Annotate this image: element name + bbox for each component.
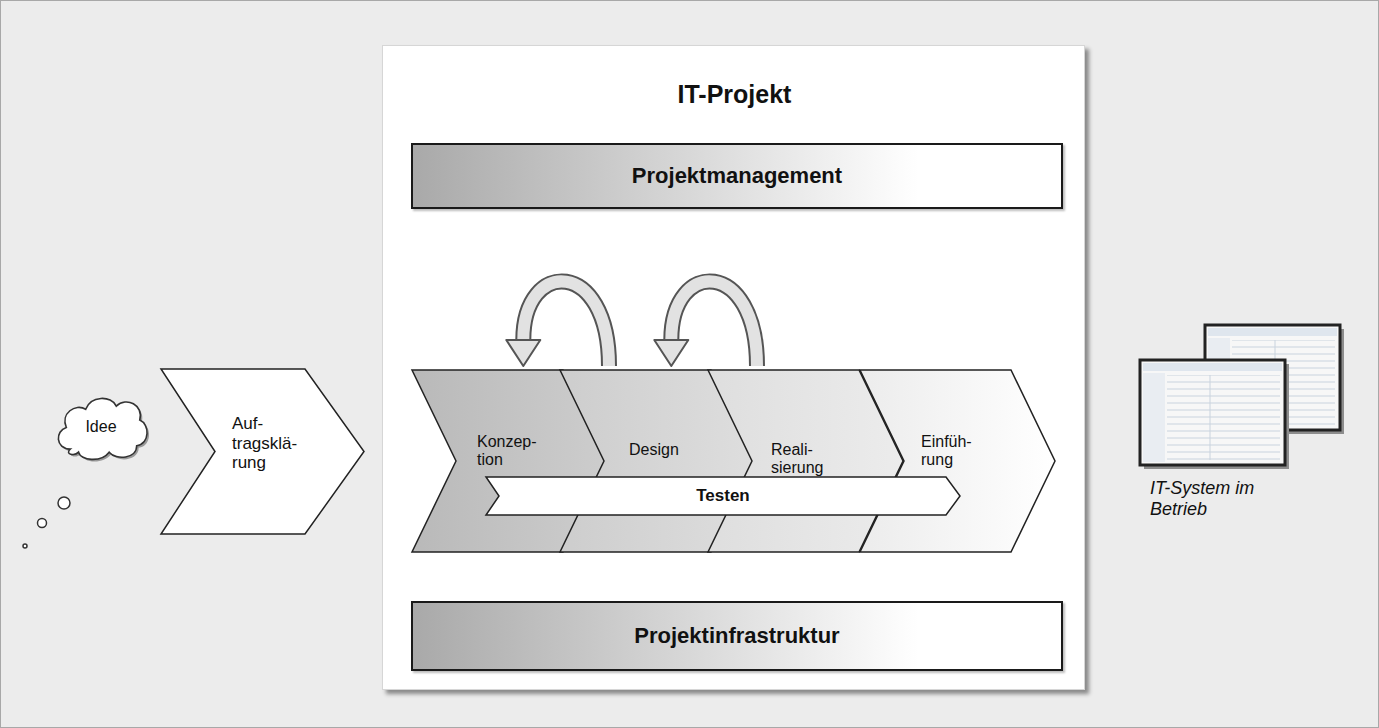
node-label: Projektinfrastruktur — [634, 623, 839, 648]
screen-windows — [1135, 320, 1350, 470]
management-band: Projektmanagement — [411, 143, 1063, 209]
clarification-chevron: Auf- tragsklä- rung — [160, 368, 365, 535]
chevron-outline — [859, 369, 1056, 553]
node-label: Konzep- tion — [477, 433, 553, 470]
phase-chevron: Einfüh- rung — [859, 369, 1056, 553]
system-label: IT-System im Betrieb — [1150, 478, 1260, 519]
feedback-arrow — [654, 281, 757, 366]
node-label: Reali- sierung — [771, 441, 843, 478]
it-system-icon: IT-System im Betrieb — [1135, 320, 1350, 545]
project-panel: IT-ProjektProjektmanagementKonzep- tion D… — [382, 45, 1085, 690]
node-label: Auf- tragsklä- rung — [232, 414, 314, 473]
node-label: Projektmanagement — [632, 163, 842, 188]
feedback-arrow — [506, 281, 609, 366]
testing-bar: Testen — [485, 476, 961, 516]
node-label: Testen — [696, 486, 750, 506]
node-label: Design — [629, 441, 709, 459]
idea-cloud: Idee — [50, 390, 152, 465]
panel-title: IT-Projekt — [383, 80, 1086, 109]
node-label: Einfüh- rung — [921, 433, 993, 470]
infrastructure-band: Projektinfrastruktur — [411, 601, 1063, 671]
node-label: Idee — [50, 390, 152, 465]
